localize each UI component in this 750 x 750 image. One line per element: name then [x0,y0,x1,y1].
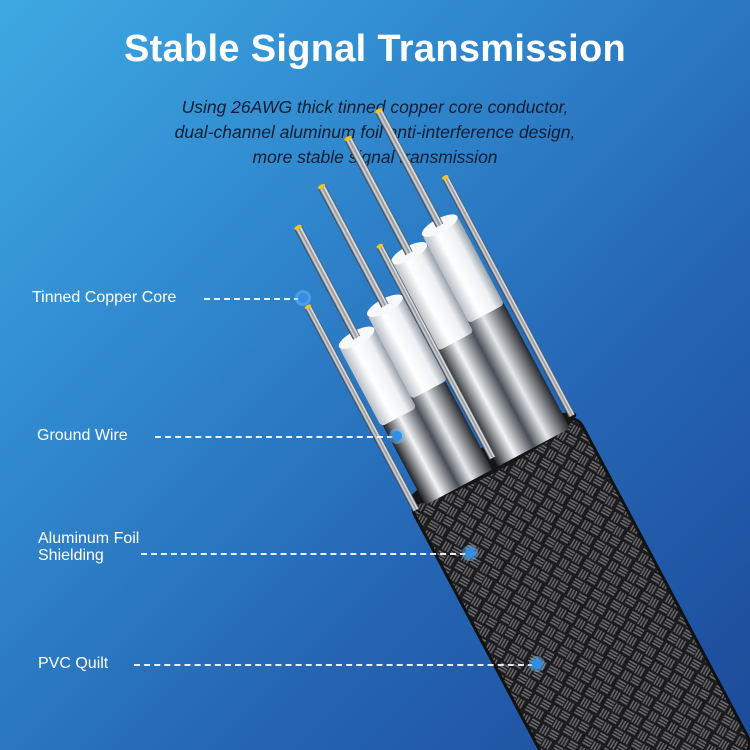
subtitle-line-2: dual-channel aluminum foil anti-interfer… [174,122,576,142]
callout-label-pvc-quilt: PVC Quilt [38,655,109,672]
dot-marker-icon [392,431,402,441]
leader-line-tinned-copper-core [204,298,300,300]
callout-label-ground-wire: Ground Wire [37,427,128,444]
callout-label-tinned-copper-core: Tinned Copper Core [32,289,177,306]
callout-label-line-1: Aluminum Foil [38,530,140,547]
leader-line-ground-wire [155,436,393,438]
leader-line-aluminum-foil-shielding [141,553,466,555]
page-title: Stable Signal Transmission [124,28,626,70]
subtitle-line-3: more stable signal transmission [252,147,498,167]
callout-label-line-2: Shielding [38,547,104,564]
dot-marker-icon [465,548,475,558]
subtitle-line-1: Using 26AWG thick tinned copper core con… [181,97,569,117]
callout-label-aluminum-foil-shielding: Aluminum Foil Shielding [38,530,139,564]
subtitle: Using 26AWG thick tinned copper core con… [0,95,750,170]
leader-line-pvc-quilt [134,664,534,666]
dot-marker-icon [298,293,308,303]
dot-marker-icon [532,659,542,669]
